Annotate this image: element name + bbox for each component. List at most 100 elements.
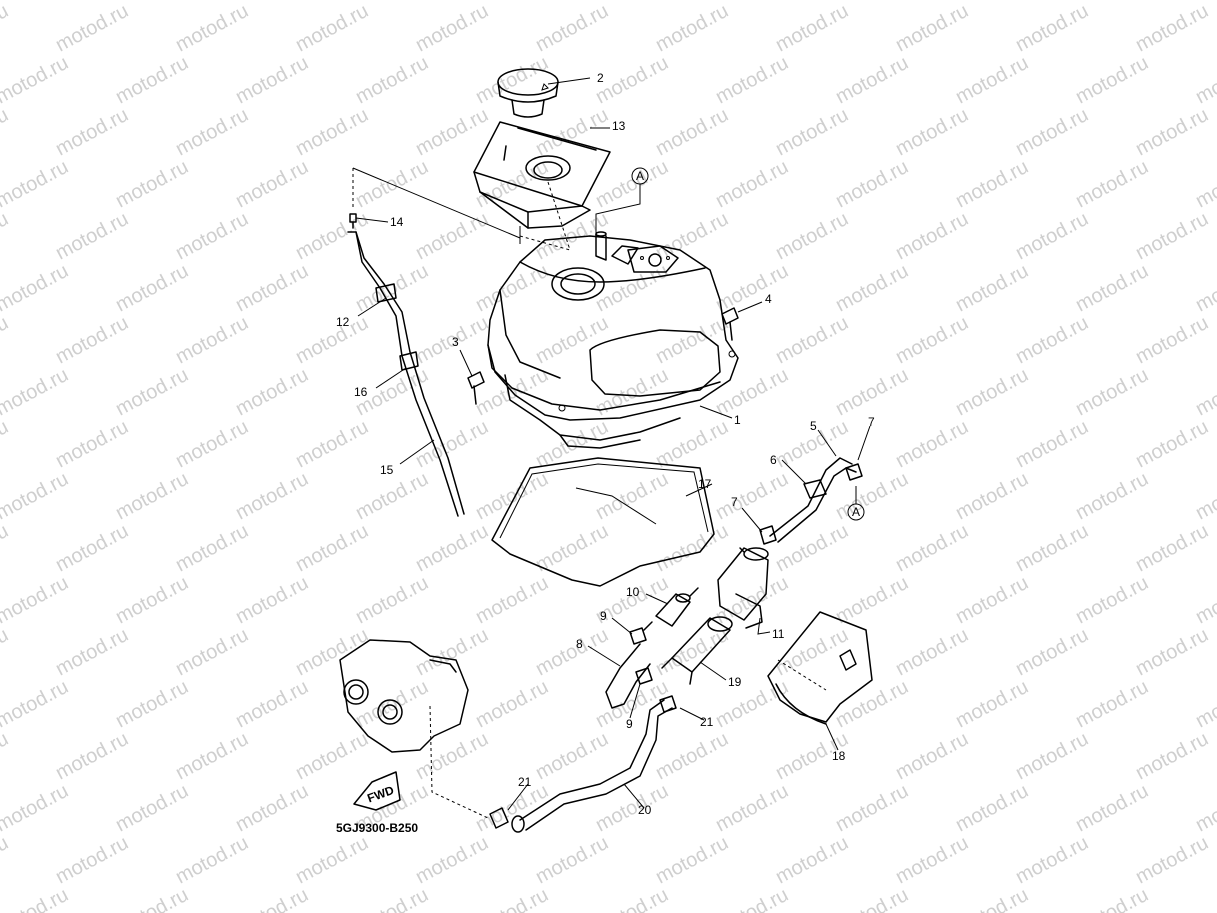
watermark-text: motod.ru: [652, 208, 732, 264]
watermark-text: motod.ru: [1072, 52, 1152, 108]
fuel-hose-5: [759, 457, 863, 545]
watermark-text: motod.ru: [1192, 156, 1217, 212]
watermark-text: motod.ru: [1072, 884, 1152, 913]
watermark-text: motod.ru: [952, 884, 1032, 913]
watermark-text: motod.ru: [712, 52, 792, 108]
watermark-text: motod.ru: [1012, 624, 1092, 680]
watermark-text: motod.ru: [832, 468, 912, 524]
watermark-text: motod.ru: [0, 0, 72, 4]
watermark-text: motod.ru: [652, 520, 732, 576]
watermark-text: motod.ru: [292, 624, 372, 680]
watermark-text: motod.ru: [1132, 104, 1212, 160]
watermark-text: motod.ru: [292, 104, 372, 160]
watermark-text: motod.ru: [112, 884, 192, 913]
watermark-text: motod.ru: [592, 260, 672, 316]
watermark-text: motod.ru: [892, 104, 972, 160]
watermark-text: motod.ru: [892, 416, 972, 472]
watermark-text: motod.ru: [0, 364, 72, 420]
watermark-text: motod.ru: [172, 832, 252, 888]
watermark-text: motod.ru: [952, 676, 1032, 732]
watermark-text: motod.ru: [832, 572, 912, 628]
watermark-text: motod.ru: [952, 52, 1032, 108]
callout-13: 13: [612, 119, 626, 133]
watermark-text: motod.ru: [232, 676, 312, 732]
watermark-text: motod.ru: [0, 832, 12, 888]
watermark-text: motod.ru: [52, 624, 132, 680]
watermark-text: motod.ru: [1072, 780, 1152, 836]
watermark-text: motod.ru: [1012, 520, 1092, 576]
watermark-text: motod.ru: [892, 832, 972, 888]
watermark-text: motod.ru: [1012, 208, 1092, 264]
watermark-text: motod.ru: [832, 780, 912, 836]
callout-7a: 7: [868, 415, 875, 429]
watermark-text: motod.ru: [892, 520, 972, 576]
watermark-text: motod.ru: [232, 572, 312, 628]
watermark-text: motod.ru: [832, 0, 912, 4]
watermark-text: motod.ru: [1192, 0, 1217, 4]
watermark-text: motod.ru: [172, 624, 252, 680]
watermark-text: motod.ru: [652, 728, 732, 784]
watermark-text: motod.ru: [772, 104, 852, 160]
watermark-text: motod.ru: [0, 468, 72, 524]
callout-19: 19: [728, 675, 742, 689]
callout-16: 16: [354, 385, 368, 399]
watermark-text: motod.ru: [292, 312, 372, 368]
watermark-text: motod.ru: [712, 156, 792, 212]
fuel-tank: [487, 181, 739, 449]
callout-10: 10: [626, 585, 640, 599]
watermark-text: motod.ru: [952, 0, 1032, 4]
watermark-text: motod.ru: [0, 572, 72, 628]
watermark-text: motod.ru: [892, 0, 972, 56]
callout-9b: 9: [626, 717, 633, 731]
watermark-text: motod.ru: [952, 156, 1032, 212]
watermark-text: motod.ru: [472, 468, 552, 524]
watermark-text: motod.ru: [52, 0, 132, 56]
watermark-text: motod.ru: [0, 104, 12, 160]
watermark-text: motod.ru: [52, 416, 132, 472]
watermark-text: motod.ru: [0, 624, 12, 680]
watermark-text: motod.ru: [292, 520, 372, 576]
watermark-text: motod.ru: [892, 728, 972, 784]
watermark-text: motod.ru: [952, 260, 1032, 316]
watermark-text: motod.ru: [232, 260, 312, 316]
callout-12: 12: [336, 315, 350, 329]
watermark-text: motod.ru: [232, 52, 312, 108]
watermark-text: motod.ru: [172, 208, 252, 264]
watermark-text: motod.ru: [412, 728, 492, 784]
watermark-text: motod.ru: [652, 832, 732, 888]
watermark-text: motod.ru: [1072, 572, 1152, 628]
watermark-text: motod.ru: [832, 884, 912, 913]
callout-9a: 9: [600, 609, 607, 623]
callout-21a: 21: [700, 715, 714, 729]
watermark-text: motod.ru: [952, 780, 1032, 836]
fuel-hose-20: [489, 695, 677, 833]
watermark-text: motod.ru: [592, 468, 672, 524]
watermark-text: motod.ru: [352, 572, 432, 628]
watermark-text: motod.ru: [112, 260, 192, 316]
callout-7b: 7: [731, 495, 738, 509]
watermark-text: motod.ru: [232, 0, 312, 4]
watermark-text: motod.ru: [472, 0, 552, 4]
watermark-text: motod.ru: [712, 884, 792, 913]
watermark-text: motod.ru: [1132, 624, 1212, 680]
watermark-text: motod.ru: [172, 416, 252, 472]
watermark-text: motod.ru: [952, 468, 1032, 524]
watermark-text: motod.ru: [772, 832, 852, 888]
fuel-cap: [497, 68, 559, 118]
watermark-text: motod.ru: [472, 572, 552, 628]
fuel-pump: [717, 547, 769, 629]
callout-5: 5: [810, 419, 817, 433]
watermark-text: motod.ru: [532, 728, 612, 784]
callout-1: 1: [734, 413, 741, 427]
watermark-text: motod.ru: [292, 832, 372, 888]
watermark-text: motod.ru: [352, 52, 432, 108]
bolt-3: [467, 371, 485, 405]
callout-3: 3: [452, 335, 459, 349]
watermark-text: motod.ru: [112, 676, 192, 732]
watermark-text: motod.ru: [412, 104, 492, 160]
watermark-text: motod.ru: [532, 624, 612, 680]
pump-cover: [767, 611, 873, 725]
watermark-text: motod.ru: [112, 0, 192, 4]
watermark-text: motod.ru: [232, 884, 312, 913]
